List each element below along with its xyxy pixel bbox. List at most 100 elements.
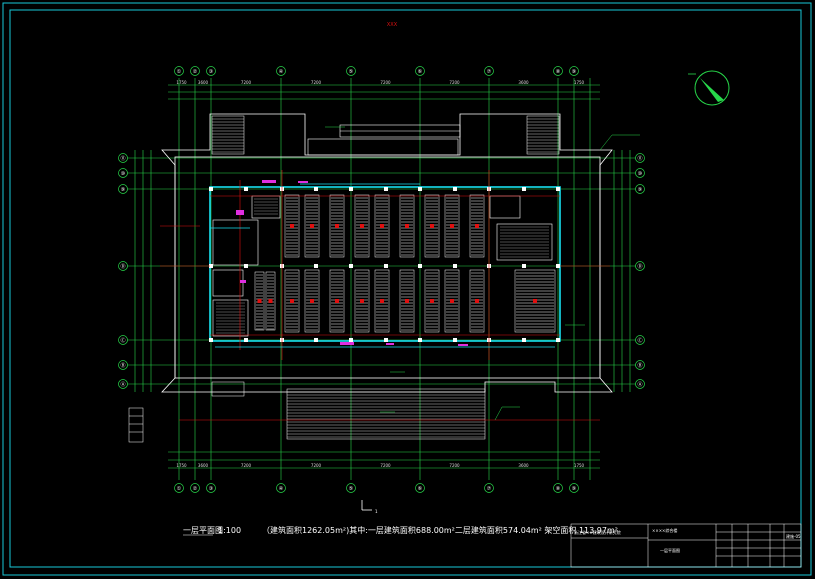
svg-text:Ⓒ: Ⓒ: [637, 337, 642, 344]
svg-text:⑪: ⑪: [120, 155, 125, 162]
column: [244, 264, 248, 268]
svg-text:Ⓐ: Ⓐ: [637, 381, 642, 388]
column: [522, 187, 526, 191]
svg-text:⑪: ⑪: [637, 155, 642, 162]
axis-right-bubble-5: Ⓑ: [635, 360, 645, 370]
bay: [469, 194, 485, 258]
svg-text:⑥: ⑥: [418, 69, 423, 75]
small-legend-box: [128, 407, 144, 443]
bay: [265, 271, 276, 331]
axis-top-bubble-2: ③: [206, 66, 216, 76]
axis-bottom-bubble-6: ⑦: [484, 483, 494, 493]
svg-text:Ⓓ: Ⓓ: [120, 263, 125, 270]
dimension-value: 7200: [311, 463, 322, 468]
sheet-inner-frame: [9, 9, 802, 568]
dimension-value: 3600: [198, 80, 209, 85]
column: [453, 338, 457, 342]
svg-text:⑨: ⑨: [572, 69, 576, 75]
column: [384, 187, 388, 191]
axis-left-bubble-0: ⑪: [118, 153, 128, 163]
column: [349, 187, 353, 191]
dimension-value: 7200: [449, 80, 460, 85]
axis-grid-vertical: [178, 78, 591, 480]
column: [384, 338, 388, 342]
column: [418, 264, 422, 268]
axis-top-bubble-5: ⑥: [415, 66, 425, 76]
dimension-value: 7200: [380, 80, 391, 85]
axis-bottom-bubble-8: ⑨: [569, 483, 579, 493]
axis-top-bubble-3: ④: [276, 66, 286, 76]
axis-left-bubble-6: Ⓐ: [118, 379, 128, 389]
exterior-stairs: [211, 115, 560, 440]
axis-bubbles-right: ⑪ ⑩ ⑨ Ⓓ Ⓒ Ⓑ Ⓐ: [635, 153, 645, 389]
drawing-caption: 一层平面图 1:100 （建筑面积1262.05m²)其中:一层建筑面积688.…: [183, 525, 618, 536]
red-gridlines: [160, 170, 610, 421]
dimension-value: 1750: [176, 463, 187, 468]
column: [244, 338, 248, 342]
axis-grid-horizontal: [125, 157, 640, 385]
axis-top-bubble-6: ⑦: [484, 66, 494, 76]
svg-text:1: 1: [375, 509, 378, 514]
axis-right-bubble-3: Ⓓ: [635, 261, 645, 271]
axis-bottom-bubble-5: ⑥: [415, 483, 425, 493]
axis-right-bubble-0: ⑪: [635, 153, 645, 163]
dimension-value: 7200: [311, 80, 322, 85]
axis-left-bubble-1: ⑩: [118, 168, 128, 178]
title-block-sheet-no: 建施-05: [786, 533, 801, 539]
bay: [304, 269, 320, 333]
bay: [374, 269, 390, 333]
column: [244, 187, 248, 191]
svg-text:⑨: ⑨: [638, 187, 642, 193]
column: [556, 187, 560, 191]
axis-right-bubble-4: Ⓒ: [635, 335, 645, 345]
cyan-annotations: [210, 183, 555, 348]
svg-text:③: ③: [209, 69, 213, 75]
column: [453, 187, 457, 191]
title-block-drawing-name: 一层平面图: [660, 547, 680, 553]
column: [522, 264, 526, 268]
bay: [304, 194, 320, 258]
title-block: [570, 523, 802, 568]
room-fixtures: [216, 198, 549, 334]
column: [522, 338, 526, 342]
bay: [254, 271, 265, 331]
bay: [444, 194, 460, 258]
svg-text:⑩: ⑩: [638, 171, 643, 177]
axis-left-bubble-5: Ⓑ: [118, 360, 128, 370]
axis-bottom-bubble-1: ②: [190, 483, 200, 493]
view-title: 一层平面图: [183, 526, 223, 535]
column: [314, 264, 318, 268]
column: [209, 187, 213, 191]
svg-text:⑤: ⑤: [349, 69, 353, 75]
column: [556, 338, 560, 342]
svg-text:⑧: ⑧: [556, 69, 561, 75]
title-block-project: ××××综合楼: [652, 527, 677, 533]
column: [418, 187, 422, 191]
bay: [329, 194, 345, 258]
column: [314, 187, 318, 191]
interior-bays: [254, 194, 556, 333]
column: [349, 264, 353, 268]
axis-left-bubble-2: ⑨: [118, 184, 128, 194]
dimension-value: 1750: [574, 463, 585, 468]
svg-text:⑤: ⑤: [349, 486, 353, 492]
bay: [329, 269, 345, 333]
bay: [354, 194, 370, 258]
column: [384, 264, 388, 268]
bay: [469, 269, 485, 333]
svg-text:⑨: ⑨: [121, 187, 125, 193]
dimension-lines-right: [613, 150, 631, 392]
bay: [424, 269, 440, 333]
column: [418, 338, 422, 342]
dimension-value: 7200: [449, 463, 460, 468]
axis-bottom-bubble-0: ①: [174, 483, 184, 493]
leader-callouts: [325, 126, 640, 421]
axis-bottom-bubble-3: ④: [276, 483, 286, 493]
svg-text:④: ④: [279, 69, 284, 75]
column: [453, 264, 457, 268]
svg-text:⑦: ⑦: [487, 69, 492, 75]
